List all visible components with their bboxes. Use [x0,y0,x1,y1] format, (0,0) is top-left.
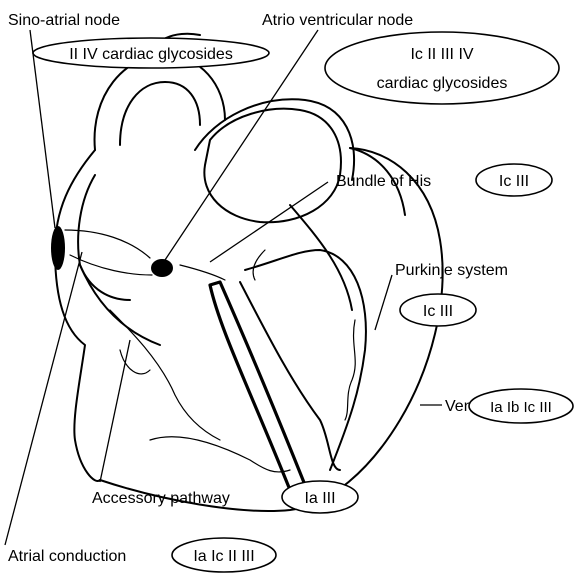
accessory-drug-badge: Ia III [282,481,358,513]
purkinje-leader [375,275,392,330]
atrial-conduction-drug-badge: Ia Ic II III [172,538,276,572]
av-node-drug-badge: Ic II III IV cardiac glycosides [325,32,559,104]
bundle-his-label: Bundle of His [336,173,431,190]
atrial-conduction-drug-text: Ia Ic II III [193,548,254,565]
accessory-leader [100,340,130,482]
sa-node-drug-badge: II IV cardiac glycosides [33,38,269,68]
sa-node-marker [51,226,65,270]
av-node-drug-text-2: cardiac glycosides [377,75,508,92]
heart-drawing [51,34,443,511]
ventricle-drug-text: Ia Ib Ic III [490,399,552,416]
av-node-label: Atrio ventricular node [262,12,413,29]
av-node-drug-text-1: Ic II III IV [410,46,473,63]
atrial-conduction-label: Atrial conduction [8,548,126,565]
ventricle-drug-badge: Ia Ib Ic III [469,389,573,423]
bundle-his-drug-text: Ic III [499,173,529,190]
sa-node-label: Sino-atrial node [8,12,120,29]
av-node-marker [151,259,173,277]
sa-node-drug-text: II IV cardiac glycosides [69,46,233,63]
accessory-pathway-label: Accessory pathway [92,490,230,507]
accessory-drug-text: Ia III [304,490,335,507]
purkinje-drug-badge: Ic III [400,294,476,326]
purkinje-drug-text: Ic III [423,303,453,320]
purkinje-label: Purkinje system [395,262,508,279]
bundle-his-drug-badge: Ic III [476,164,552,196]
atrial-conduction-leader [5,252,82,545]
